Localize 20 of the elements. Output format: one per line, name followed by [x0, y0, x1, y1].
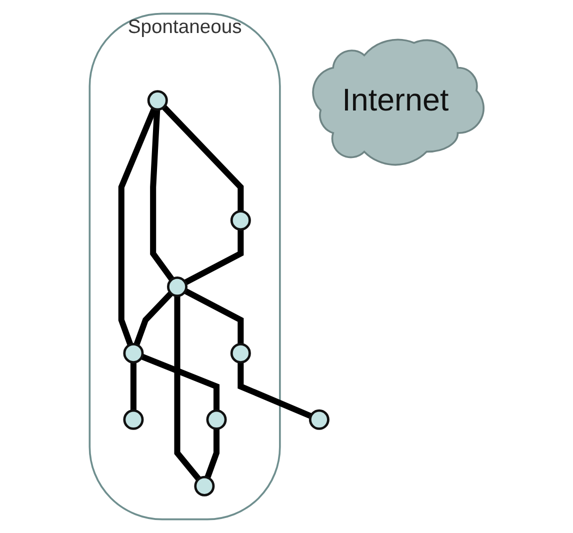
node-circle — [308, 409, 330, 430]
connector — [118, 108, 157, 346]
node-circle — [206, 409, 227, 430]
node-circle — [166, 276, 188, 298]
connector — [162, 104, 244, 212]
node-circle — [123, 342, 144, 364]
connector — [184, 229, 244, 286]
connector — [130, 362, 136, 411]
connector — [174, 296, 201, 481]
node-circle — [147, 90, 168, 111]
connector — [238, 362, 312, 419]
connector — [134, 291, 174, 346]
connector — [140, 354, 220, 411]
node-circle — [230, 342, 251, 364]
node-circle — [194, 476, 215, 496]
node-circle — [230, 210, 251, 231]
node-circle — [123, 409, 144, 430]
connector — [184, 288, 244, 344]
connector — [204, 428, 220, 479]
connector — [150, 109, 174, 282]
